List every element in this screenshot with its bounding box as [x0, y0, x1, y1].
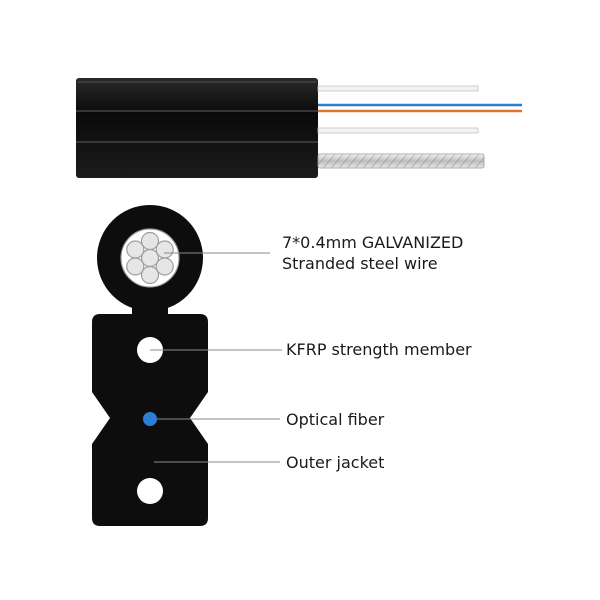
cable-cross-section — [92, 205, 208, 526]
label-outer-jacket: Outer jacket — [286, 453, 384, 472]
steel-strand — [126, 240, 145, 259]
label-steel-wire-line2: Stranded steel wire — [282, 254, 438, 273]
steel-strands — [126, 231, 174, 285]
leader-lines — [150, 252, 282, 463]
cable-side-view — [76, 78, 522, 178]
steel-strand — [155, 240, 174, 259]
frp-rod-bottom-exposed — [317, 127, 479, 134]
label-optical-fiber: Optical fiber — [286, 410, 385, 429]
kfrp-member-bottom — [137, 478, 163, 504]
labels: 7*0.4mm GALVANIZED Stranded steel wire K… — [282, 233, 472, 472]
steel-strand — [126, 257, 145, 276]
steel-strand — [140, 231, 160, 251]
label-strength-member: KFRP strength member — [286, 340, 472, 359]
frp-rod-top-exposed — [317, 85, 479, 92]
steel-wire-exposed — [317, 153, 485, 169]
optical-fiber-dot — [143, 412, 157, 426]
steel-strand-center — [140, 248, 160, 268]
label-steel-wire-line1: 7*0.4mm GALVANIZED — [282, 233, 463, 252]
steel-strand — [140, 265, 160, 285]
steel-strand — [155, 257, 174, 276]
cable-jacket-side — [76, 78, 318, 178]
